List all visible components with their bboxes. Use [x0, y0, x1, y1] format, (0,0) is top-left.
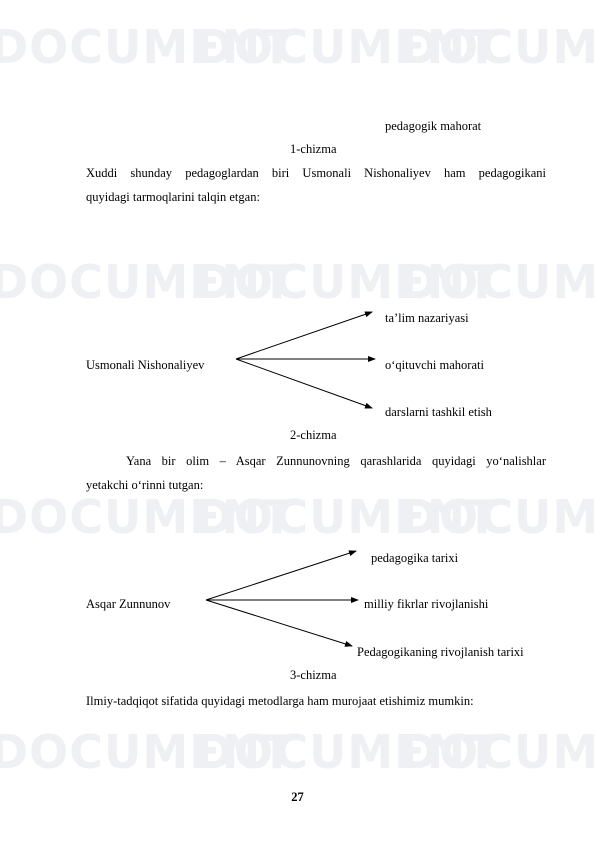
diagram2-target-2: o‘qituvchi mahorati: [385, 358, 484, 372]
diagram2-arrow-1: [235, 311, 373, 360]
paragraph-3: Ilmiy-tadqiqot sifatida quyidagi metodla…: [86, 694, 474, 708]
paragraph-2-line-1: Yana bir olim – Asqar Zunnunovning qaras…: [126, 454, 546, 468]
figure-caption-1: 1-chizma: [290, 142, 337, 156]
watermark: DOCUMENT: [0, 20, 294, 74]
paragraph-1-line-1: Xuddi shunday pedagoglardan biri Usmonal…: [86, 166, 546, 180]
paragraph-1-line-2: quyidagi tarmoqlarini talqin etgan:: [86, 190, 260, 204]
diagram3-source: Asqar Zunnunov: [86, 597, 171, 611]
diagram2-target-1: ta’lim nazariyasi: [385, 311, 469, 325]
watermark: DOCUMENT: [400, 255, 595, 309]
watermark: DOCUMENT: [195, 725, 499, 779]
watermark: DOCUMENT: [400, 490, 595, 544]
diagram2-target-3: darslarni tashkil etish: [385, 405, 492, 419]
page-number: 27: [291, 790, 304, 804]
watermark: DOCUMENT: [195, 20, 499, 74]
diagram3-target-2: milliy fikrlar rivojlanishi: [364, 597, 489, 611]
watermark: DOCUMENT: [195, 255, 499, 309]
paragraph-2-line-2: yetakchi o‘rinni tutgan:: [86, 478, 204, 492]
watermark: DOCUMENT: [0, 490, 294, 544]
diagram2-arrow-3: [235, 358, 373, 409]
paragraph-1: Xuddi shunday pedagoglardan biri Usmonal…: [86, 161, 546, 209]
paragraph-2: Yana bir olim – Asqar Zunnunovning qaras…: [86, 449, 546, 473]
diagram2-source: Usmonali Nishonaliyev: [86, 358, 205, 372]
watermark: DOCUMENT: [400, 20, 595, 74]
watermark: DOCUMENT: [400, 725, 595, 779]
watermark: DOCUMENT: [0, 255, 294, 309]
diagram3-target-1: pedagogika tarixi: [371, 551, 459, 565]
watermark: DOCUMENT: [195, 490, 499, 544]
diagram1-target-label: pedagogik mahorat: [385, 119, 482, 133]
diagram3-arrow-1: [205, 550, 357, 601]
diagram3-target-3: Pedagogikaning rivojlanish tarixi: [357, 645, 524, 659]
watermark: DOCUMENT: [0, 725, 294, 779]
figure-caption-3: 3-chizma: [290, 668, 337, 682]
diagram3-arrow-3: [205, 599, 353, 647]
figure-caption-2: 2-chizma: [290, 428, 337, 442]
